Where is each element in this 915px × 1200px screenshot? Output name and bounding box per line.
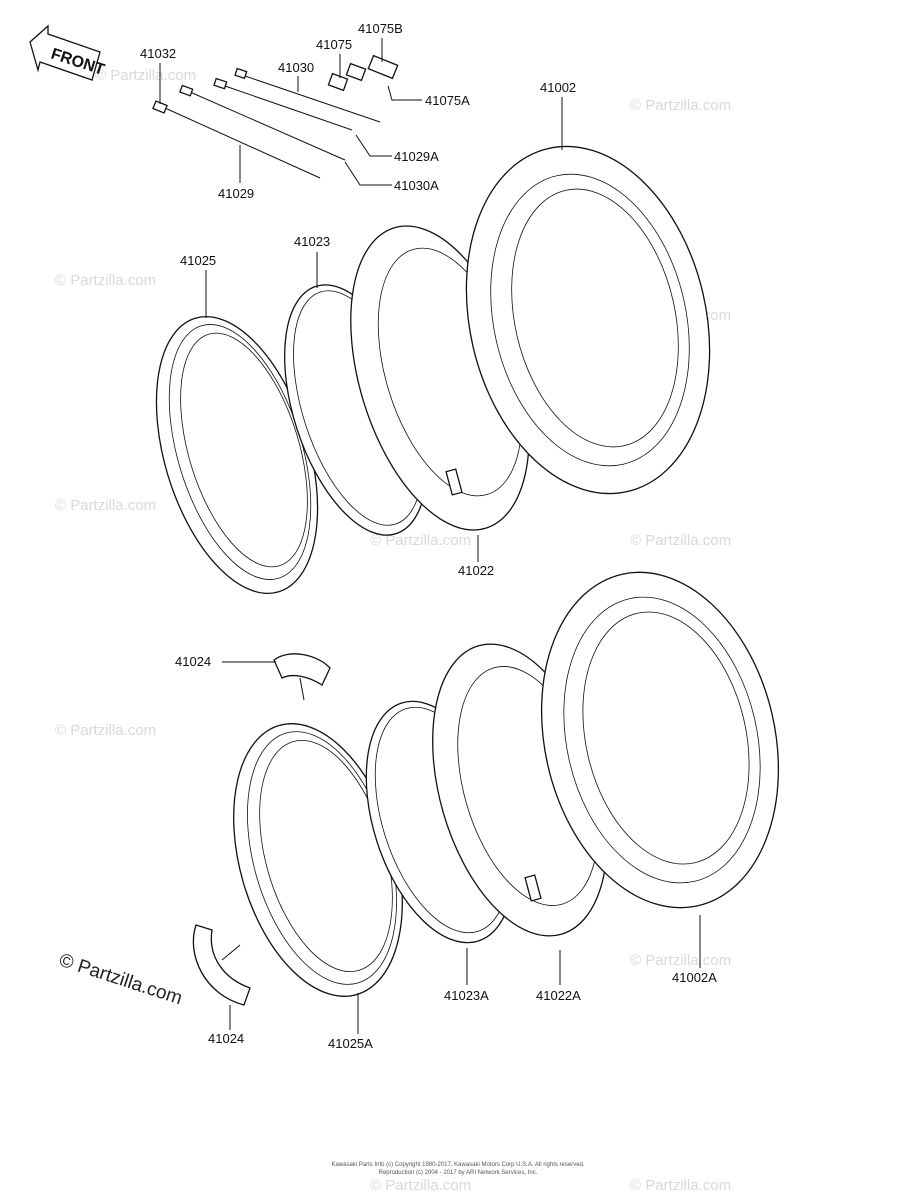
watermark-main: © Partzilla.com: [56, 950, 184, 1010]
copyright-line-2: Reproduction (c) 2004 - 2017 by ARI Netw…: [379, 1170, 538, 1176]
label-41029A: 41029A: [394, 149, 439, 164]
watermark: © Partzilla.com: [370, 532, 471, 549]
label-41075: 41075: [316, 37, 352, 52]
rim-41025: [155, 315, 319, 595]
valve-caps: [327, 54, 399, 92]
spokes-group: [152, 67, 381, 179]
label-41024-bottom: 41024: [208, 1031, 244, 1046]
watermark: © Partzilla.com: [55, 722, 156, 739]
tire-41002A: [540, 571, 780, 909]
copyright-line-1: Kawasaki Parts Info (c) Copyright 1980-2…: [331, 1162, 584, 1168]
label-41024-top: 41024: [175, 654, 211, 669]
watermark: © Partzilla.com: [55, 497, 156, 514]
label-41022A: 41022A: [536, 988, 581, 1003]
watermark: © Partzilla.com: [95, 67, 196, 84]
label-41032: 41032: [140, 46, 176, 61]
label-41075B: 41075B: [358, 21, 403, 36]
leader-lines: [159, 38, 701, 1034]
label-41023: 41023: [294, 234, 330, 249]
watermark: © Partzilla.com: [370, 1177, 471, 1194]
watermark: © Partzilla.com: [630, 97, 731, 114]
label-41030A: 41030A: [394, 178, 439, 193]
tire-41002: [465, 145, 711, 495]
copyright-footer: Kawasaki Parts Info (c) Copyright 1980-2…: [331, 1162, 584, 1176]
rim-lock-top: [273, 653, 331, 701]
label-41002: 41002: [540, 80, 576, 95]
label-41023A: 41023A: [444, 988, 489, 1003]
front-arrow: FRONT: [29, 24, 107, 81]
part-labels: 41032 41075 41075B 41030 41075A 41002 41…: [140, 21, 717, 1051]
watermark: © Partzilla.com: [630, 1177, 731, 1194]
label-41030: 41030: [278, 60, 314, 75]
rim-lock-bottom: [192, 924, 251, 1006]
label-41025: 41025: [180, 253, 216, 268]
watermark: © Partzilla.com: [630, 532, 731, 549]
watermark: © Partzilla.com: [630, 952, 731, 969]
label-41022: 41022: [458, 563, 494, 578]
watermark: © Partzilla.com: [55, 272, 156, 289]
label-41002A: 41002A: [672, 970, 717, 985]
label-41025A: 41025A: [328, 1036, 373, 1051]
label-41075A: 41075A: [425, 93, 470, 108]
label-41029: 41029: [218, 186, 254, 201]
